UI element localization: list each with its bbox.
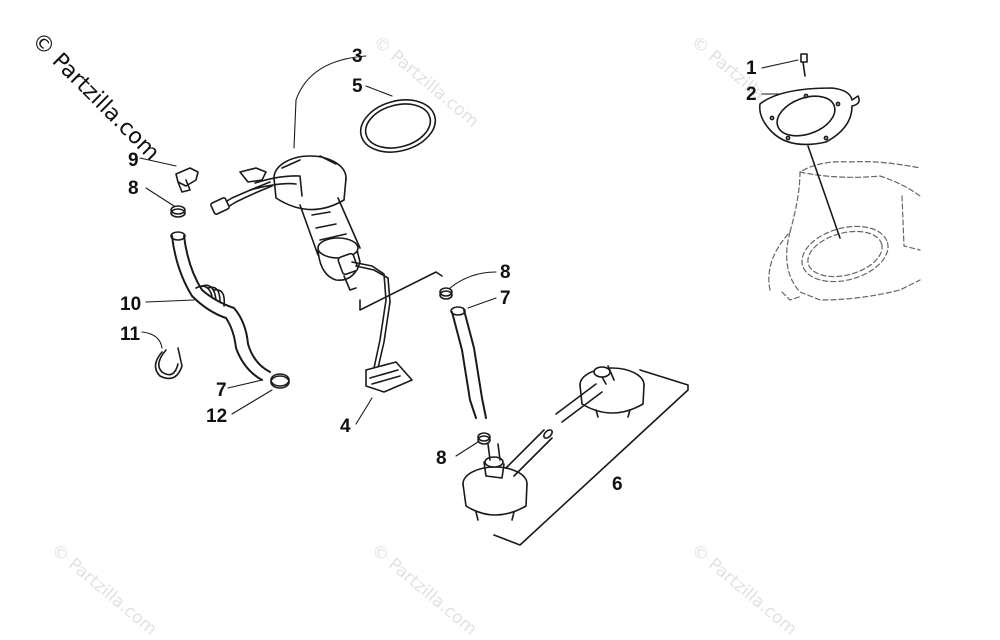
callout-leaders — [139, 55, 799, 457]
fuel-tank-outline — [768, 161, 921, 301]
leader-bracket — [359, 271, 443, 311]
callout-11: 11 — [120, 324, 141, 345]
fuel-pickup-assembly — [462, 365, 689, 546]
hose-right — [439, 287, 487, 419]
callout-5: 5 — [352, 76, 363, 97]
callout-7-right: 7 — [500, 288, 511, 309]
fitting-and-clamp — [170, 167, 199, 218]
hose-left — [170, 231, 290, 389]
callout-12: 12 — [206, 406, 227, 427]
parts-diagram: © Partzilla.com © Partzilla.com © Partzi… — [26, 28, 921, 640]
callout-2: 2 — [746, 84, 757, 105]
pump-gasket-ring — [359, 99, 437, 153]
callout-labels: 1 2 3 4 5 6 7 7 8 8 8 9 10 11 12 — [120, 46, 757, 495]
mounting-plate — [758, 53, 860, 146]
leader-plate-to-tank — [807, 145, 841, 239]
tie-strap — [154, 347, 183, 380]
diagram-svg: 1 2 3 4 5 6 7 7 8 8 8 9 10 11 12 — [120, 46, 921, 546]
callout-9: 9 — [128, 150, 139, 171]
callout-8-upper-right: 8 — [500, 262, 511, 283]
callout-3: 3 — [352, 46, 363, 67]
callout-7-left: 7 — [216, 380, 227, 401]
callout-6: 6 — [612, 474, 623, 495]
callout-4: 4 — [340, 416, 351, 437]
callout-10: 10 — [120, 294, 141, 315]
callout-8-upper-left: 8 — [128, 178, 139, 199]
sensor-connector — [351, 261, 413, 393]
callout-1: 1 — [746, 58, 757, 79]
fuel-pump-assembly — [210, 155, 361, 291]
callout-8-lower: 8 — [436, 448, 447, 469]
